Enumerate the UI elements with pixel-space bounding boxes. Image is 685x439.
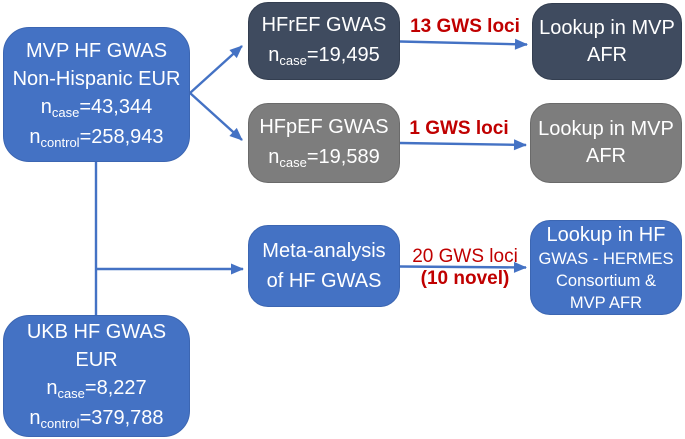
node-title-line: UKB HF GWAS bbox=[26, 321, 167, 343]
node-title-line: Non-Hispanic EUR bbox=[12, 67, 181, 90]
node-title-line: AFR bbox=[587, 43, 627, 66]
arrow-mvp-to-hfref bbox=[189, 45, 243, 94]
edge-label-meta-novel: (10 novel) bbox=[420, 268, 510, 289]
node-title-line: MVP HF GWAS bbox=[25, 39, 168, 62]
edge-label-hfpef-loci: 1 GWS loci bbox=[409, 118, 509, 139]
node-title-line: EUR bbox=[75, 349, 118, 371]
arrow-meta-to-lookup bbox=[399, 261, 527, 273]
node-lookup-mvp-afr-hfpef: Lookup in MVP AFR bbox=[530, 103, 682, 183]
node-stat-cases: ncase=43,344 bbox=[40, 95, 153, 120]
node-stat-controls: ncontrol=258,943 bbox=[29, 125, 164, 150]
node-title-line: Consortium & bbox=[556, 271, 656, 290]
node-title-line: HFrEF GWAS bbox=[261, 14, 387, 36]
node-title-line: Meta-analysis bbox=[262, 240, 386, 262]
node-ukb-hf-gwas: UKB HF GWAS EUR ncase=8,227 ncontrol=379… bbox=[3, 315, 190, 437]
node-title-line: of HF GWAS bbox=[266, 270, 382, 292]
node-meta-analysis: Meta-analysis of HF GWAS bbox=[248, 225, 400, 307]
node-title-line: Lookup in MVP bbox=[538, 118, 674, 140]
node-stat-cases: ncase=19,589 bbox=[268, 146, 380, 170]
edge-label-hfref-loci: 13 GWS loci bbox=[410, 16, 520, 37]
node-hfref-gwas: HFrEF GWAS ncase=19,495 bbox=[248, 2, 400, 80]
node-stat-controls: ncontrol=379,788 bbox=[29, 407, 164, 431]
node-title-line: Lookup in HF bbox=[546, 223, 666, 246]
arrow-hfpef-to-lookup bbox=[399, 139, 527, 151]
node-lookup-mvp-afr-hfref: Lookup in MVP AFR bbox=[532, 3, 682, 80]
node-title-line: GWAS - HERMES bbox=[538, 249, 674, 268]
node-title-line: HFpEF GWAS bbox=[259, 116, 389, 138]
node-title-line: AFR bbox=[586, 145, 626, 167]
node-title-line: Lookup in MVP bbox=[539, 16, 675, 39]
node-title-line: MVP AFR bbox=[569, 293, 643, 312]
node-mvp-hf-gwas: MVP HF GWAS Non-Hispanic EUR ncase=43,34… bbox=[3, 27, 190, 162]
node-stat-cases: ncase=8,227 bbox=[46, 377, 147, 401]
node-hfpef-gwas: HFpEF GWAS ncase=19,589 bbox=[248, 103, 400, 183]
arrow-mvp-to-hfpef bbox=[189, 92, 243, 141]
arrow-hfref-to-lookup bbox=[399, 38, 528, 50]
node-stat-cases: ncase=19,495 bbox=[268, 44, 380, 68]
node-lookup-hermes-mvp-afr: Lookup in HF GWAS - HERMES Consortium & … bbox=[530, 220, 682, 315]
edge-label-meta-loci: 20 GWS loci bbox=[412, 246, 518, 267]
